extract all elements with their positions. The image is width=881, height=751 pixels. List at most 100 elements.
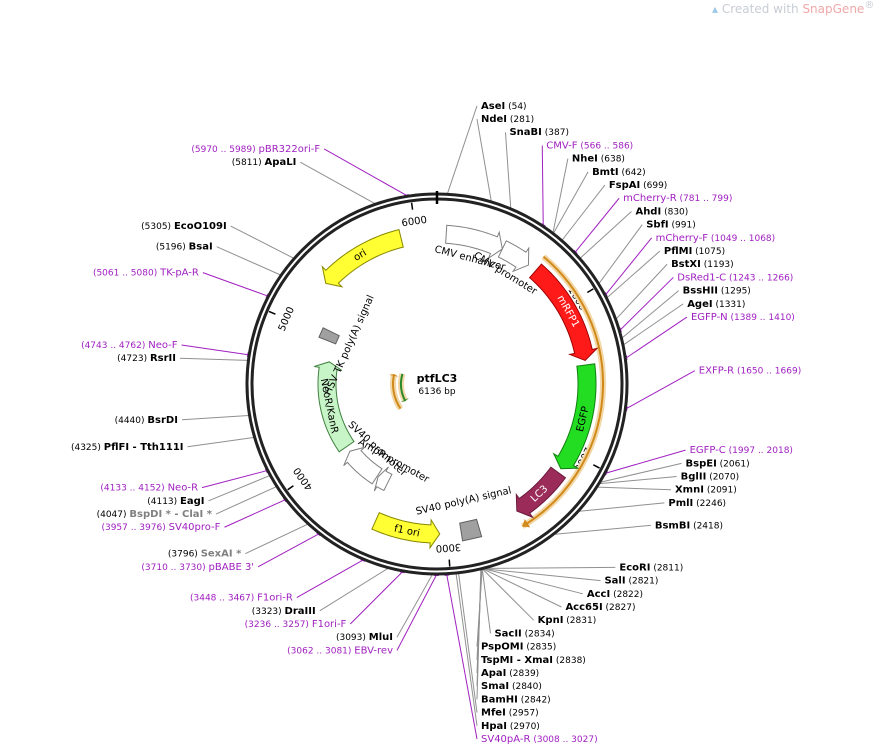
site-label-cmv-f[interactable]: CMV-F (566 .. 586) bbox=[546, 140, 633, 151]
sbfi-name: SbfI bbox=[646, 220, 668, 231]
site-label-tspmi-xmai[interactable]: TspMI - XmaI (2838) bbox=[481, 655, 586, 666]
eco0109i-connector bbox=[230, 225, 294, 259]
site-label-tk-pa-r[interactable]: (5061 .. 5080) TK-pA-R bbox=[93, 268, 199, 279]
feature-f1-ori[interactable]: f1 ori bbox=[371, 511, 441, 550]
site-label-snabi[interactable]: SnaBI (387) bbox=[509, 127, 569, 138]
cmv-f-connector bbox=[541, 145, 544, 226]
site-label-draiii[interactable]: (3323) DraIII bbox=[252, 606, 316, 617]
site-label-f1ori-f[interactable]: (3236 .. 3257) F1ori-F bbox=[245, 619, 347, 630]
site-label-mfei[interactable]: MfeI (2957) bbox=[481, 708, 539, 719]
site-label-ahdi[interactable]: AhdI (830) bbox=[635, 206, 688, 217]
site-label-mcherry-f[interactable]: mCherry-F (1049 .. 1068) bbox=[656, 233, 776, 244]
site-label-sali[interactable]: SalI (2821) bbox=[604, 576, 658, 587]
site-label-sv40pro-f[interactable]: (3957 .. 3976) SV40pro-F bbox=[101, 522, 220, 533]
orf-1-line bbox=[521, 255, 604, 528]
site-label-mlui[interactable]: (3093) MluI bbox=[336, 632, 393, 643]
site-label-hpai[interactable]: HpaI (2970) bbox=[481, 721, 540, 732]
site-label-egfp-c[interactable]: EGFP-C (1997 .. 2018) bbox=[690, 445, 793, 456]
site-label-bstxi[interactable]: BstXI (1193) bbox=[671, 259, 734, 270]
tick-label-6000: 6000 bbox=[401, 215, 428, 229]
site-label-bamhi[interactable]: BamHI (2842) bbox=[481, 694, 551, 705]
site-label-pbr322ori-f[interactable]: (5970 .. 5989) pBR322ori-F bbox=[191, 144, 320, 155]
mfei-position: (2957) bbox=[509, 709, 539, 719]
pbr322ori-f-label-text: (5970 .. 5989) pBR322ori-F bbox=[191, 144, 320, 155]
mcherry-f-position: (1049 .. 1068) bbox=[711, 234, 775, 244]
tk-pa-r-label-text: (5061 .. 5080) TK-pA-R bbox=[93, 268, 199, 279]
site-label-pmli[interactable]: PmlI (2246) bbox=[668, 498, 726, 509]
site-label-sv40pa-r[interactable]: SV40pA-R (3008 .. 3027) bbox=[481, 734, 598, 745]
neo-r-position: (4133 .. 4152) bbox=[100, 484, 164, 494]
sv40pro-f-position: (3957 .. 3976) bbox=[101, 523, 165, 533]
ahdi-name: AhdI bbox=[635, 206, 661, 217]
feature-mrfp1[interactable]: mRFP1 bbox=[528, 263, 599, 362]
site-label-rsrii[interactable]: (4723) RsrII bbox=[117, 353, 176, 364]
site-label-ecori[interactable]: EcoRI (2811) bbox=[619, 562, 683, 573]
site-label-sexai[interactable]: (3796) SexAI * bbox=[168, 549, 242, 560]
ecori-name: EcoRI bbox=[619, 562, 650, 573]
site-label-acci[interactable]: AccI (2822) bbox=[587, 589, 643, 600]
site-label-neo-f[interactable]: (4743 .. 4762) Neo-F bbox=[81, 340, 178, 351]
hsv-tk-polya-label: HSV TK poly(A) signal bbox=[323, 294, 377, 397]
site-label-ebv-rev[interactable]: (3062 .. 3081) EBV-rev bbox=[287, 645, 393, 656]
site-label-agei[interactable]: AgeI (1331) bbox=[687, 299, 745, 310]
bamhi-label-text: BamHI (2842) bbox=[481, 694, 551, 705]
bsshii-position: (1295) bbox=[721, 287, 751, 297]
site-label-asei[interactable]: AseI (54) bbox=[481, 101, 527, 112]
site-label-exfp-r[interactable]: EXFP-R (1650 .. 1669) bbox=[699, 366, 801, 377]
acc65i-label-text: Acc65I (2827) bbox=[565, 602, 635, 613]
site-label-smai[interactable]: SmaI (2840) bbox=[481, 681, 542, 692]
site-label-bsmbi[interactable]: BsmBI (2418) bbox=[655, 520, 723, 531]
site-label-eco0109i[interactable]: (5305) EcoO109I bbox=[141, 221, 227, 232]
rsrii-label-text: (4723) RsrII bbox=[117, 353, 176, 364]
neo-f-connector bbox=[181, 344, 249, 356]
site-label-kpni[interactable]: KpnI (2831) bbox=[538, 615, 597, 626]
site-label-pspomi[interactable]: PspOMI (2835) bbox=[481, 642, 556, 653]
site-label-dsred1-c[interactable]: DsRed1-C (1243 .. 1266) bbox=[677, 272, 793, 283]
egfp-c-connector bbox=[605, 449, 686, 474]
feature-hsv-tk-polya[interactable]: HSV TK poly(A) signal bbox=[318, 294, 377, 397]
site-label-ndei[interactable]: NdeI (281) bbox=[481, 114, 534, 125]
site-label-neo-r[interactable]: (4133 .. 4152) Neo-R bbox=[100, 483, 198, 494]
site-label-apali[interactable]: (5811) ApaLI bbox=[232, 157, 297, 168]
tk-pa-r-connector bbox=[202, 272, 268, 297]
site-label-xmni[interactable]: XmnI (2091) bbox=[675, 485, 737, 496]
site-label-bsai[interactable]: (5196) BsaI bbox=[156, 242, 213, 253]
site-label-apai[interactable]: ApaI (2839) bbox=[481, 668, 539, 679]
site-label-sacii[interactable]: SacII (2834) bbox=[494, 628, 554, 639]
site-label-mcherry-r[interactable]: mCherry-R (781 .. 799) bbox=[623, 193, 732, 204]
feature-ori[interactable]: ori bbox=[321, 229, 404, 288]
site-label-bsshii[interactable]: BssHII (1295) bbox=[683, 286, 751, 297]
f1-ori-label: f1 ori bbox=[393, 523, 421, 539]
site-label-bmti[interactable]: BmtI (642) bbox=[592, 167, 646, 178]
feature-lc3[interactable]: LC3 bbox=[515, 466, 567, 519]
site-label-bsrdi[interactable]: (4440) BsrDI bbox=[115, 415, 178, 426]
site-label-eagi[interactable]: (4113) EagI bbox=[147, 496, 204, 507]
bsmbi-name: BsmBI bbox=[655, 520, 690, 531]
site-label-sbfi[interactable]: SbfI (991) bbox=[646, 220, 696, 231]
eco0109i-name: EcoO109I bbox=[174, 221, 227, 232]
site-label-fspai[interactable]: FspAI (699) bbox=[609, 180, 667, 191]
ebv-rev-connector bbox=[396, 574, 437, 651]
site-label-nhei[interactable]: NheI (638) bbox=[572, 154, 625, 165]
tspmi-xmai-position: (2838) bbox=[556, 656, 586, 666]
site-label-egfp-n[interactable]: EGFP-N (1389 .. 1410) bbox=[691, 312, 795, 323]
xmni-name: XmnI bbox=[675, 485, 704, 496]
ecori-label-text: EcoRI (2811) bbox=[619, 562, 683, 573]
site-label-pflfi-tth111i[interactable]: (4325) PflFI - Tth111I bbox=[71, 442, 184, 453]
site-label-bglii[interactable]: BglII (2070) bbox=[681, 472, 739, 483]
site-label-pflmi[interactable]: PflMI (1075) bbox=[664, 246, 725, 257]
bspei-name: BspEI bbox=[686, 458, 717, 469]
site-label-bspei[interactable]: BspEI (2061) bbox=[686, 458, 750, 469]
feature-egfp[interactable]: EGFP bbox=[552, 363, 597, 470]
f1ori-f-position: (3236 .. 3257) bbox=[245, 620, 309, 630]
egfp-n-position: (1389 .. 1410) bbox=[731, 313, 795, 323]
mlui-position: (3093) bbox=[336, 633, 366, 643]
site-label-bspdi-clai[interactable]: (4047) BspDI * - ClaI * bbox=[97, 509, 213, 520]
site-label-f1ori-r[interactable]: (3448 .. 3467) F1ori-R bbox=[190, 593, 293, 604]
feature-neokanr[interactable]: NeoR/KanR bbox=[314, 361, 355, 453]
site-label-acc65i[interactable]: Acc65I (2827) bbox=[565, 602, 635, 613]
kpni-label-text: KpnI (2831) bbox=[538, 615, 597, 626]
site-label-pbabe3[interactable]: (3710 .. 3730) pBABE 3' bbox=[141, 562, 254, 573]
feature-sv40-promoter[interactable]: SV40 promoter bbox=[343, 419, 409, 485]
kpni-connector bbox=[482, 569, 535, 621]
